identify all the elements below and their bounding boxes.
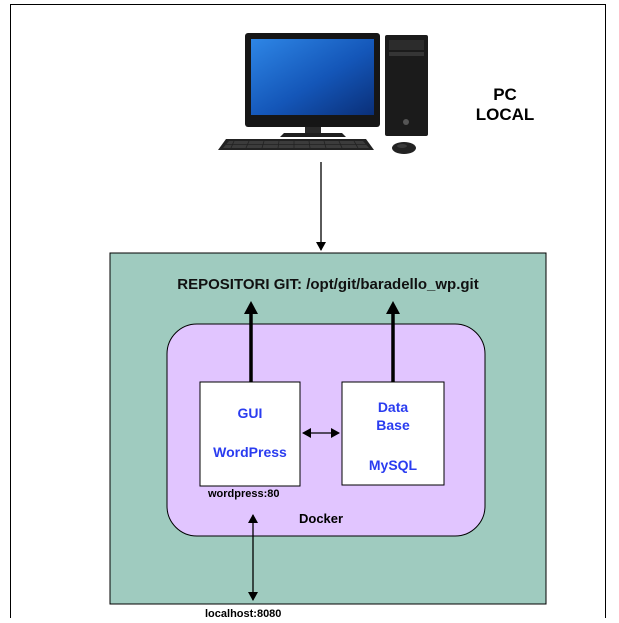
wordpress-port-label: wordpress:80 [208,488,280,500]
desktop-computer-icon [218,33,428,154]
gui-wordpress-box [199,381,301,487]
pc-label-line1: PC [493,85,517,104]
gui-label: GUI [237,405,263,421]
database-label-line2: Base [376,417,410,433]
wordpress-label: WordPress [213,444,287,460]
docker-label: Docker [299,511,344,526]
localhost-port-label: localhost:8080 [205,608,282,620]
database-label: Data Base [342,398,444,434]
db-to-repo-arrow [386,301,400,382]
pc-local-label: PC LOCAL [470,85,540,125]
pc-label-line2: LOCAL [475,105,535,124]
repository-label: REPOSITORI GIT: /opt/git/baradello_wp.gi… [177,276,479,293]
database-label-line1: Data [377,399,409,415]
outer-frame [10,4,606,618]
mysql-label: MySQL [368,457,418,473]
gui-to-repo-arrow [244,301,258,382]
database-mysql-box [341,381,445,486]
